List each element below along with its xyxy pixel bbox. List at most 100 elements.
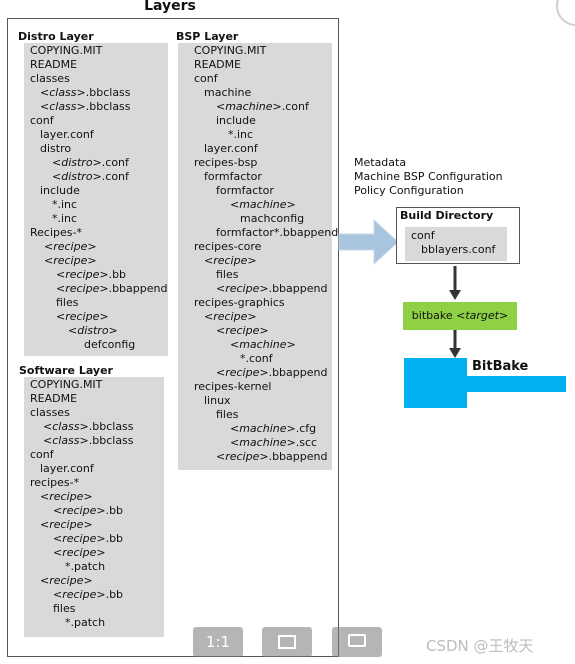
placeholder-text: <recipe>: [216, 366, 269, 379]
placeholder-text: <recipe>: [204, 310, 257, 323]
path-text: formfactor: [204, 170, 262, 183]
path-text: Recipes-*: [30, 226, 82, 239]
path-text: recipes-core: [194, 240, 262, 253]
path-text: .bb: [105, 588, 124, 601]
software-tree-line: recipes-*: [24, 476, 164, 490]
software-tree-line: <recipe>: [24, 574, 164, 588]
path-text: linux: [204, 394, 231, 407]
bsp-tree-line: formfactor: [178, 184, 332, 198]
bblayers-conf-label: bblayers.conf: [421, 243, 496, 256]
distro-tree-line: <recipe>.bbappend: [24, 282, 168, 296]
placeholder-text: <machine>: [230, 338, 296, 351]
path-text: include: [216, 114, 256, 127]
bsp-tree-line: files: [178, 268, 332, 282]
machine-bsp-config-label: Machine BSP Configuration: [354, 170, 503, 183]
placeholder-text: <distro>: [52, 170, 102, 183]
distro-tree-line: <recipe>.bb: [24, 268, 168, 282]
software-tree-line: <class>.bbclass: [24, 434, 164, 448]
path-text: files: [216, 268, 239, 281]
bsp-tree-line: <machine>.cfg: [178, 422, 332, 436]
path-text: .bbclass: [85, 86, 131, 99]
path-text: recipes-graphics: [194, 296, 285, 309]
software-tree-line: <recipe>.bb: [24, 532, 164, 546]
distro-tree-line: <class>.bbclass: [24, 100, 168, 114]
path-text: files: [216, 408, 239, 421]
bsp-tree-line: recipes-bsp: [178, 156, 332, 170]
path-text: .bbappend: [268, 282, 328, 295]
path-text: .bbclass: [88, 420, 134, 433]
placeholder-text: <distro>: [68, 324, 118, 337]
placeholder-text: <recipe>: [40, 574, 93, 587]
path-text: .bbappend: [268, 450, 328, 463]
path-text: files: [53, 602, 76, 615]
bsp-layer-title: BSP Layer: [176, 30, 239, 43]
distro-tree-line: conf: [24, 114, 168, 128]
metadata-label: Metadata: [354, 156, 407, 169]
path-text: machine: [204, 86, 252, 99]
placeholder-text: <recipe>: [44, 240, 97, 253]
path-text: conf: [194, 72, 218, 85]
placeholder-text: <recipe>: [40, 518, 93, 531]
software-layer-title: Software Layer: [19, 364, 113, 377]
path-text: layer.conf: [40, 462, 94, 475]
path-text: distro: [40, 142, 72, 155]
path-text: .bbclass: [88, 434, 134, 447]
distro-tree-line: classes: [24, 72, 168, 86]
bsp-tree-line: <recipe>.bbappend: [178, 450, 332, 464]
path-text: defconfig: [84, 338, 136, 351]
bitbake-target-command: bitbake <target>: [403, 302, 517, 330]
metadata-labels: Metadata Machine BSP Configuration Polic…: [354, 156, 503, 198]
placeholder-text: <machine>: [216, 100, 282, 113]
bitbake-engine-block: [404, 358, 467, 408]
fullscreen-button[interactable]: [332, 627, 382, 657]
distro-tree-line: <distro>.conf: [24, 170, 168, 184]
placeholder-text: <machine>: [230, 436, 296, 449]
path-text: *.inc: [52, 198, 78, 211]
distro-tree-line: <recipe>: [24, 240, 168, 254]
distro-tree-line: <recipe>: [24, 254, 168, 268]
layers-to-build-arrow: [338, 218, 399, 266]
bsp-tree-line: <recipe>: [178, 310, 332, 324]
placeholder-text: <recipe>: [53, 588, 106, 601]
bsp-tree-line: recipes-graphics: [178, 296, 332, 310]
path-text: .conf: [281, 100, 309, 113]
distro-tree-line: Recipes-*: [24, 226, 168, 240]
bsp-tree-line: <machine>.conf: [178, 100, 332, 114]
software-tree-line: <recipe>: [24, 518, 164, 532]
software-tree-line: <recipe>: [24, 490, 164, 504]
path-text: README: [194, 58, 242, 71]
distro-tree-line: README: [24, 58, 168, 72]
build-directory-title: Build Directory: [400, 209, 494, 222]
software-tree-line: *.patch: [24, 560, 164, 574]
placeholder-text: <recipe>: [56, 268, 109, 281]
path-text: COPYING.MIT: [30, 378, 103, 391]
actual-size-button[interactable]: 1:1: [193, 627, 243, 657]
path-text: COPYING.MIT: [194, 44, 267, 57]
path-text: formfactor: [216, 184, 274, 197]
bsp-tree-line: <recipe>: [178, 254, 332, 268]
software-tree-line: README: [24, 392, 164, 406]
bsp-tree-line: conf: [178, 72, 332, 86]
placeholder-text: <recipe>: [53, 504, 106, 517]
path-text: *.conf: [240, 352, 273, 365]
bsp-tree-line: files: [178, 408, 332, 422]
path-text: .bbappend: [108, 282, 168, 295]
distro-tree-line: <distro>: [24, 324, 168, 338]
path-text: .cfg: [295, 422, 317, 435]
path-text: COPYING.MIT: [30, 44, 103, 57]
distro-tree-line: layer.conf: [24, 128, 168, 142]
fit-screen-button[interactable]: [262, 627, 312, 657]
path-text: conf: [30, 448, 54, 461]
path-text: .bb: [108, 268, 127, 281]
path-text: machconfig: [240, 212, 305, 225]
bsp-tree-line: <recipe>.bbappend: [178, 282, 332, 296]
path-text: recipes-kernel: [194, 380, 272, 393]
build-to-bitbake-arrow: [449, 266, 461, 300]
bsp-tree-line: COPYING.MIT: [178, 44, 332, 58]
path-text: .bb: [105, 532, 124, 545]
diagram-title: Layers: [144, 0, 196, 14]
placeholder-text: <recipe>: [216, 282, 269, 295]
command-to-engine-arrow: [449, 330, 461, 358]
